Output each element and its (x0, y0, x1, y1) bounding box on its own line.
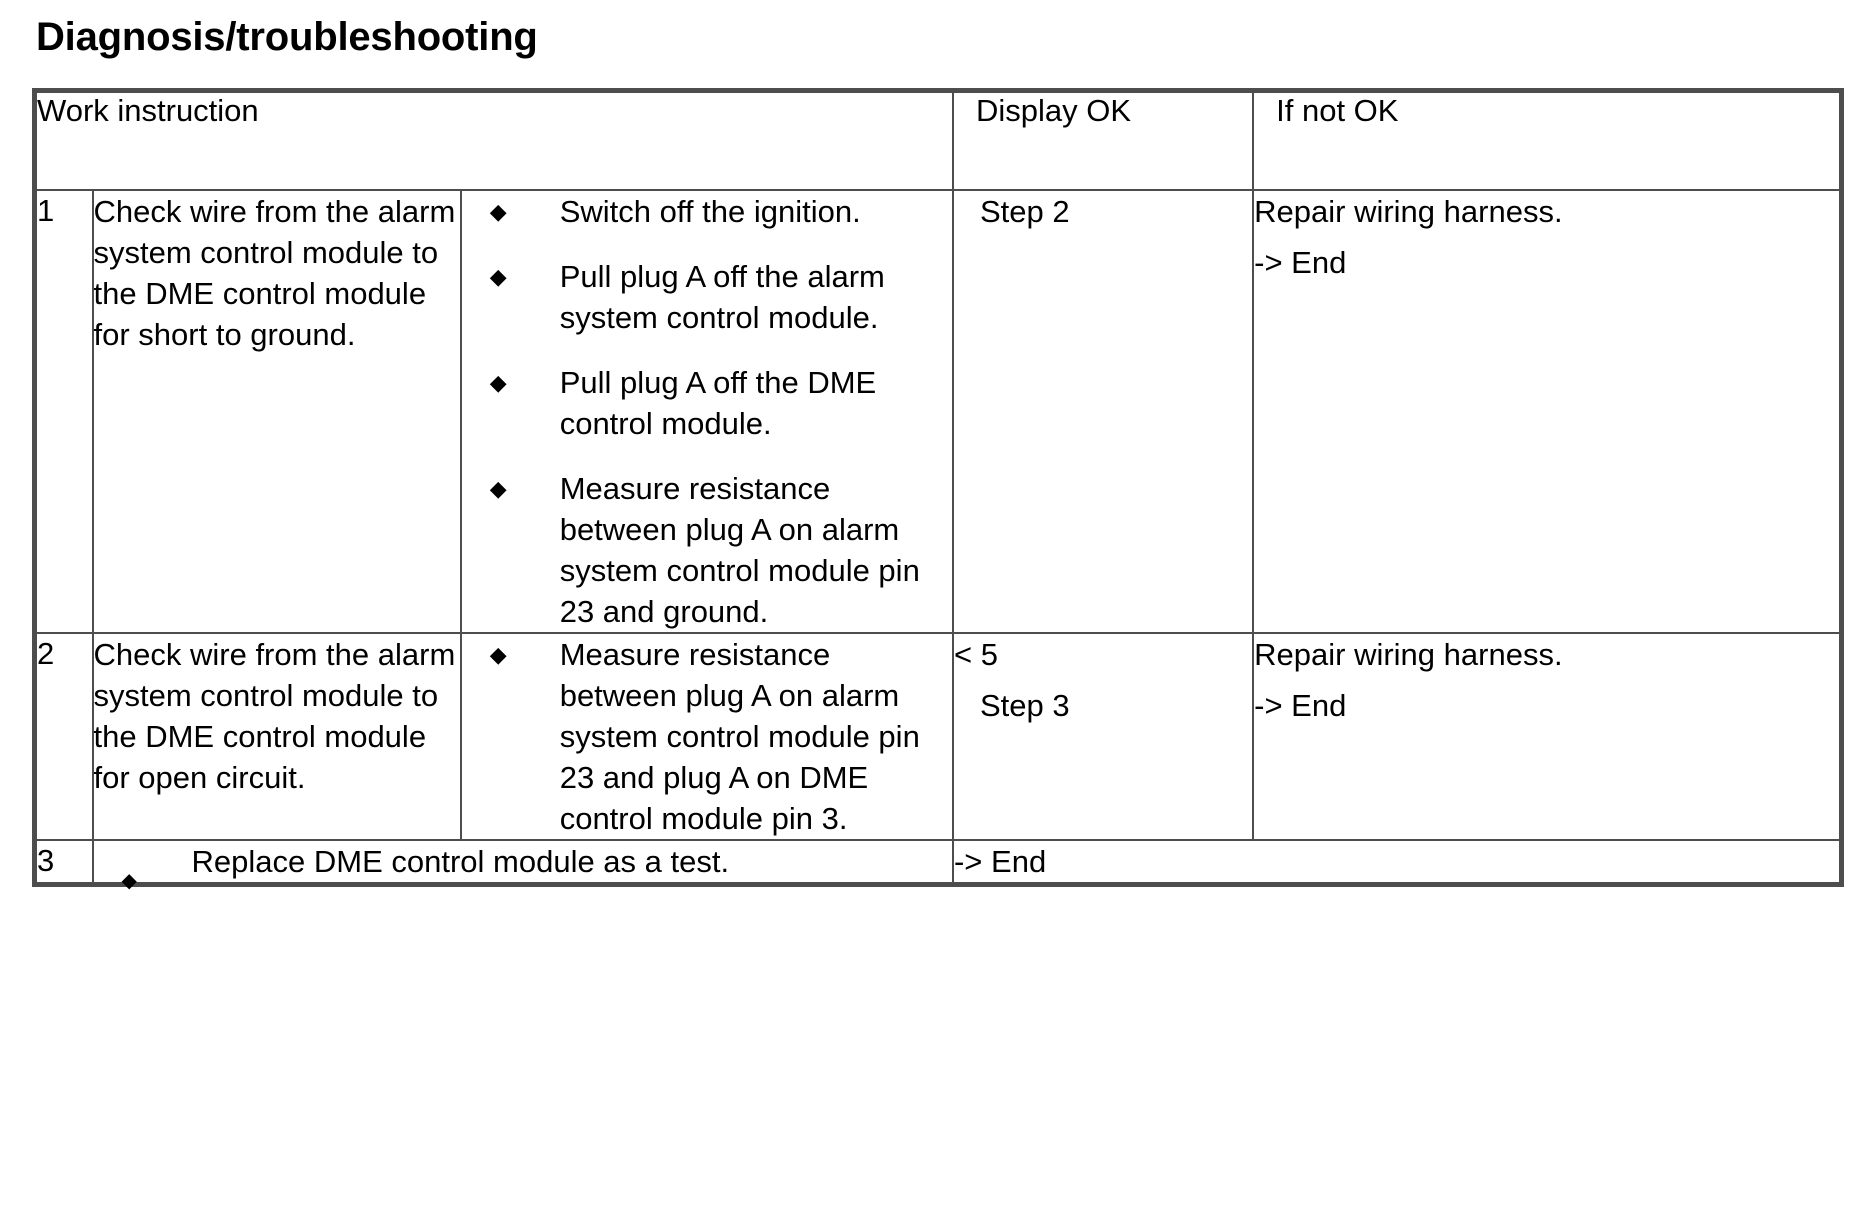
display-ok-cell: Step 2 (951, 189, 1255, 634)
list-item-label: Switch off the ignition. (559, 194, 861, 229)
diamond-bullet-icon: ◆ (121, 870, 137, 892)
column-header-display-ok: Display OK (951, 89, 1255, 191)
column-header-work-instruction: Work instruction (33, 89, 954, 191)
if-not-ok-cell: Repair wiring harness. -> End (1252, 632, 1843, 841)
list-item-label: Measure resistance between plug A on ala… (559, 637, 920, 836)
step-actions: ◆ Switch off the ignition. ◆ Pull plug A… (459, 189, 954, 634)
list-item-label: Measure resistance between plug A on ala… (559, 471, 920, 629)
list-item-label: Pull plug A off the DME control module. (559, 365, 877, 441)
display-ok-cell: < 5 Step 3 (951, 632, 1255, 841)
step-number: 1 (33, 189, 94, 634)
list-item: ◆ Pull plug A off the DME control module… (462, 362, 952, 444)
if-not-ok-action: Repair wiring harness. (1254, 194, 1563, 229)
header-row: Work instruction Display OK If not OK (33, 89, 1843, 191)
diamond-bullet-icon: ◆ (489, 476, 507, 501)
display-ok-cell: -> End (951, 839, 1843, 886)
if-not-ok-next: -> End (1254, 688, 1347, 723)
table-header: Work instruction Display OK If not OK (33, 89, 1843, 191)
step-actions: ◆ Replace DME control module as a test. (91, 839, 954, 892)
action-bullet-list: ◆ Measure resistance between plug A on a… (462, 634, 952, 839)
diagnosis-table-container: Work instruction Display OK If not OK 1 … (32, 88, 1844, 892)
column-header-if-not-ok: If not OK (1252, 89, 1843, 191)
display-ok-value: Step 3 (979, 688, 1070, 723)
step-instruction: Check wire from the alarm system control… (91, 632, 462, 841)
diamond-bullet-icon: ◆ (489, 370, 507, 395)
list-item-label: Pull plug A off the alarm system control… (559, 259, 885, 335)
action-bullet-list: ◆ Switch off the ignition. ◆ Pull plug A… (462, 191, 952, 632)
if-not-ok-action: Repair wiring harness. (1254, 637, 1563, 672)
step-instruction: Check wire from the alarm system control… (91, 189, 462, 634)
if-not-ok-next: -> End (1254, 245, 1347, 280)
table-row: 1 Check wire from the alarm system contr… (33, 189, 1843, 634)
if-not-ok-cell: Repair wiring harness. -> End (1252, 189, 1843, 634)
step-number: 3 (33, 839, 94, 886)
display-ok-value: -> End (953, 844, 1047, 879)
step-number: 2 (33, 632, 94, 841)
diamond-bullet-icon: ◆ (489, 642, 507, 667)
list-item: ◆ Switch off the ignition. (462, 191, 952, 232)
display-ok-value: Step 2 (979, 194, 1070, 229)
display-ok-threshold: < 5 (953, 637, 998, 672)
diamond-bullet-icon: ◆ (489, 264, 507, 289)
list-item: ◆ Measure resistance between plug A on a… (462, 468, 952, 632)
table-row: 3 ◆ Replace DME control module as a test… (33, 839, 1843, 892)
list-item: ◆ Pull plug A off the alarm system contr… (462, 256, 952, 338)
step-actions: ◆ Measure resistance between plug A on a… (459, 632, 954, 841)
diagnosis-table: Work instruction Display OK If not OK 1 … (32, 88, 1844, 892)
page-title: Diagnosis/troubleshooting (36, 15, 538, 59)
diamond-bullet-icon: ◆ (489, 199, 507, 224)
table-body: 1 Check wire from the alarm system contr… (33, 189, 1843, 892)
list-item: ◆ Measure resistance between plug A on a… (462, 634, 952, 839)
list-item-label: Replace DME control module as a test. (191, 844, 730, 879)
table-row: 2 Check wire from the alarm system contr… (33, 632, 1843, 841)
